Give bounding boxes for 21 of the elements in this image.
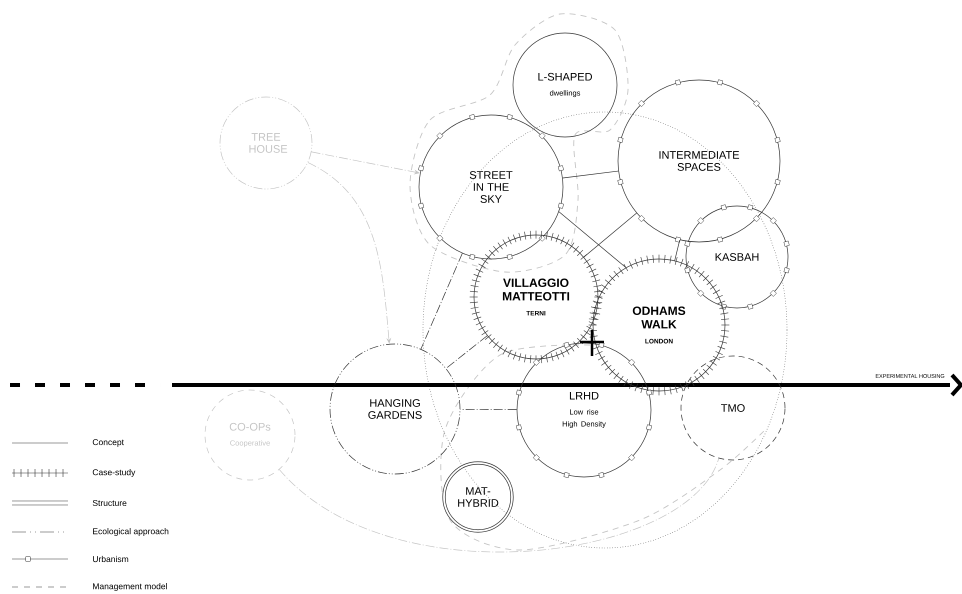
connector (460, 408, 517, 410)
connector (279, 458, 720, 552)
circle-node: TREE HOUSE (220, 96, 312, 190)
squared-circle-node: STREET IN THE SKY (418, 114, 564, 260)
connector (562, 170, 619, 178)
connector (558, 211, 626, 268)
legend-entry: Ecological approach (12, 528, 168, 536)
squared-circle-node: KASBAH (684, 204, 790, 310)
legend-entry: Management model (12, 583, 167, 591)
legend-entry: Concept (12, 439, 124, 447)
legend-entry: Urbanism (12, 556, 128, 562)
circle-node: TMO (680, 356, 786, 460)
legend-entry: Case-study (12, 468, 136, 478)
double-circle-node: MAT-HYBRID (442, 461, 514, 533)
connector (584, 212, 637, 258)
connector (446, 335, 488, 369)
circle-node: HANGING GARDENS (330, 344, 460, 474)
connector (420, 253, 463, 350)
connector (674, 240, 680, 261)
squared-circle-node: INTERMEDIATE SPACES (617, 79, 781, 243)
legend-entry: Structure (12, 500, 126, 506)
